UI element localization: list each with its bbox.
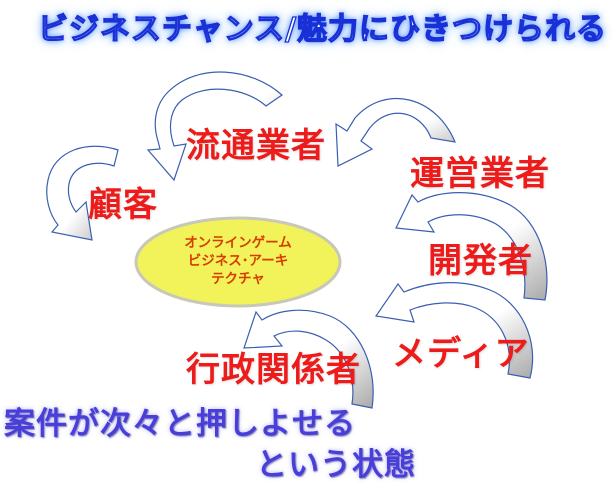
center-ellipse (134, 216, 342, 308)
arrow-ryutsu-to-kokyaku (146, 71, 283, 182)
arrow-unei-to-ryutsu (335, 97, 456, 167)
arrow-gyosei-to-center (243, 309, 374, 409)
bottom-text-line-2: という状態 (256, 447, 416, 483)
node-kokyaku: 顧客 (88, 185, 158, 225)
node-kaihatsusha: 開発者 (428, 241, 533, 281)
center-line-2: ビジネス･アーキ (187, 253, 289, 269)
center-line-1: オンラインゲーム (184, 235, 292, 251)
node-ryutsu-gyosha: 流通業者 (186, 126, 326, 166)
center-line-3: テクチャ (211, 271, 265, 287)
arrow-kaihatsu-to-unei (395, 192, 548, 301)
node-media: メディア (392, 334, 530, 374)
bottom-text-line-1: 案件が次々と押しよせる (4, 406, 356, 442)
node-unei-gyosha: 運営業者 (410, 154, 550, 194)
arrow-kokyaku-outward (46, 145, 119, 241)
arrow-media-to-kaihatsu (374, 282, 534, 379)
node-gyosei-kankeisha: 行政関係者 (186, 350, 361, 390)
center-label: オンラインゲーム ビジネス･アーキ テクチャ (150, 234, 326, 288)
diagram-title: ビジネスチャンス/魅力にひきつけられる (37, 11, 608, 47)
